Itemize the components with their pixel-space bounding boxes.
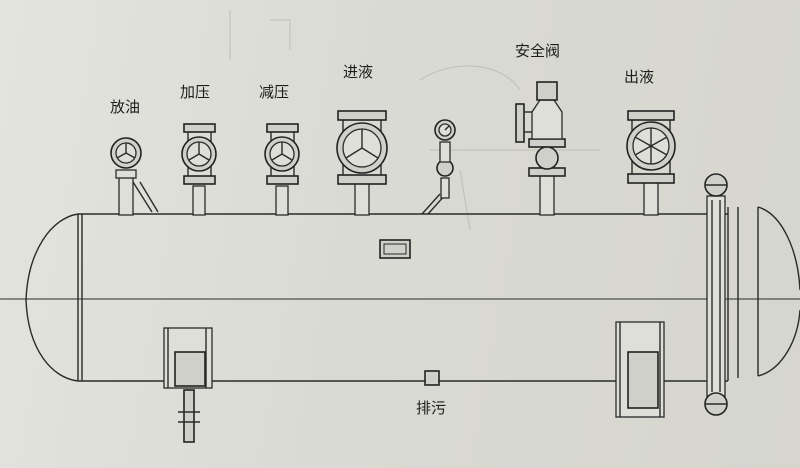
vessel-body — [25, 206, 800, 382]
pressurize-valve — [181, 123, 217, 216]
label-safety-valve: 安全阀 — [515, 42, 561, 60]
level-gauge — [704, 173, 728, 416]
label-drain-oil: 放油 — [110, 98, 141, 116]
depressurize-valve — [264, 123, 300, 216]
label-liquid-inlet: 进液 — [343, 63, 374, 81]
right-support — [615, 321, 665, 418]
label-sewage-drain: 排污 — [416, 399, 447, 417]
background-traces — [229, 10, 600, 231]
label-depressurize: 减压 — [259, 83, 290, 101]
drain-oil-valve — [110, 137, 159, 216]
liquid-outlet-valve — [626, 110, 676, 216]
nameplate — [379, 239, 411, 259]
left-support — [163, 327, 213, 443]
label-pressurize: 加压 — [180, 83, 211, 101]
label-liquid-outlet: 出液 — [624, 68, 655, 86]
pressure-gauge — [421, 119, 456, 215]
liquid-inlet-valve — [336, 110, 388, 216]
sewage-drain-nozzle — [424, 370, 440, 386]
safety-valve — [515, 81, 566, 216]
